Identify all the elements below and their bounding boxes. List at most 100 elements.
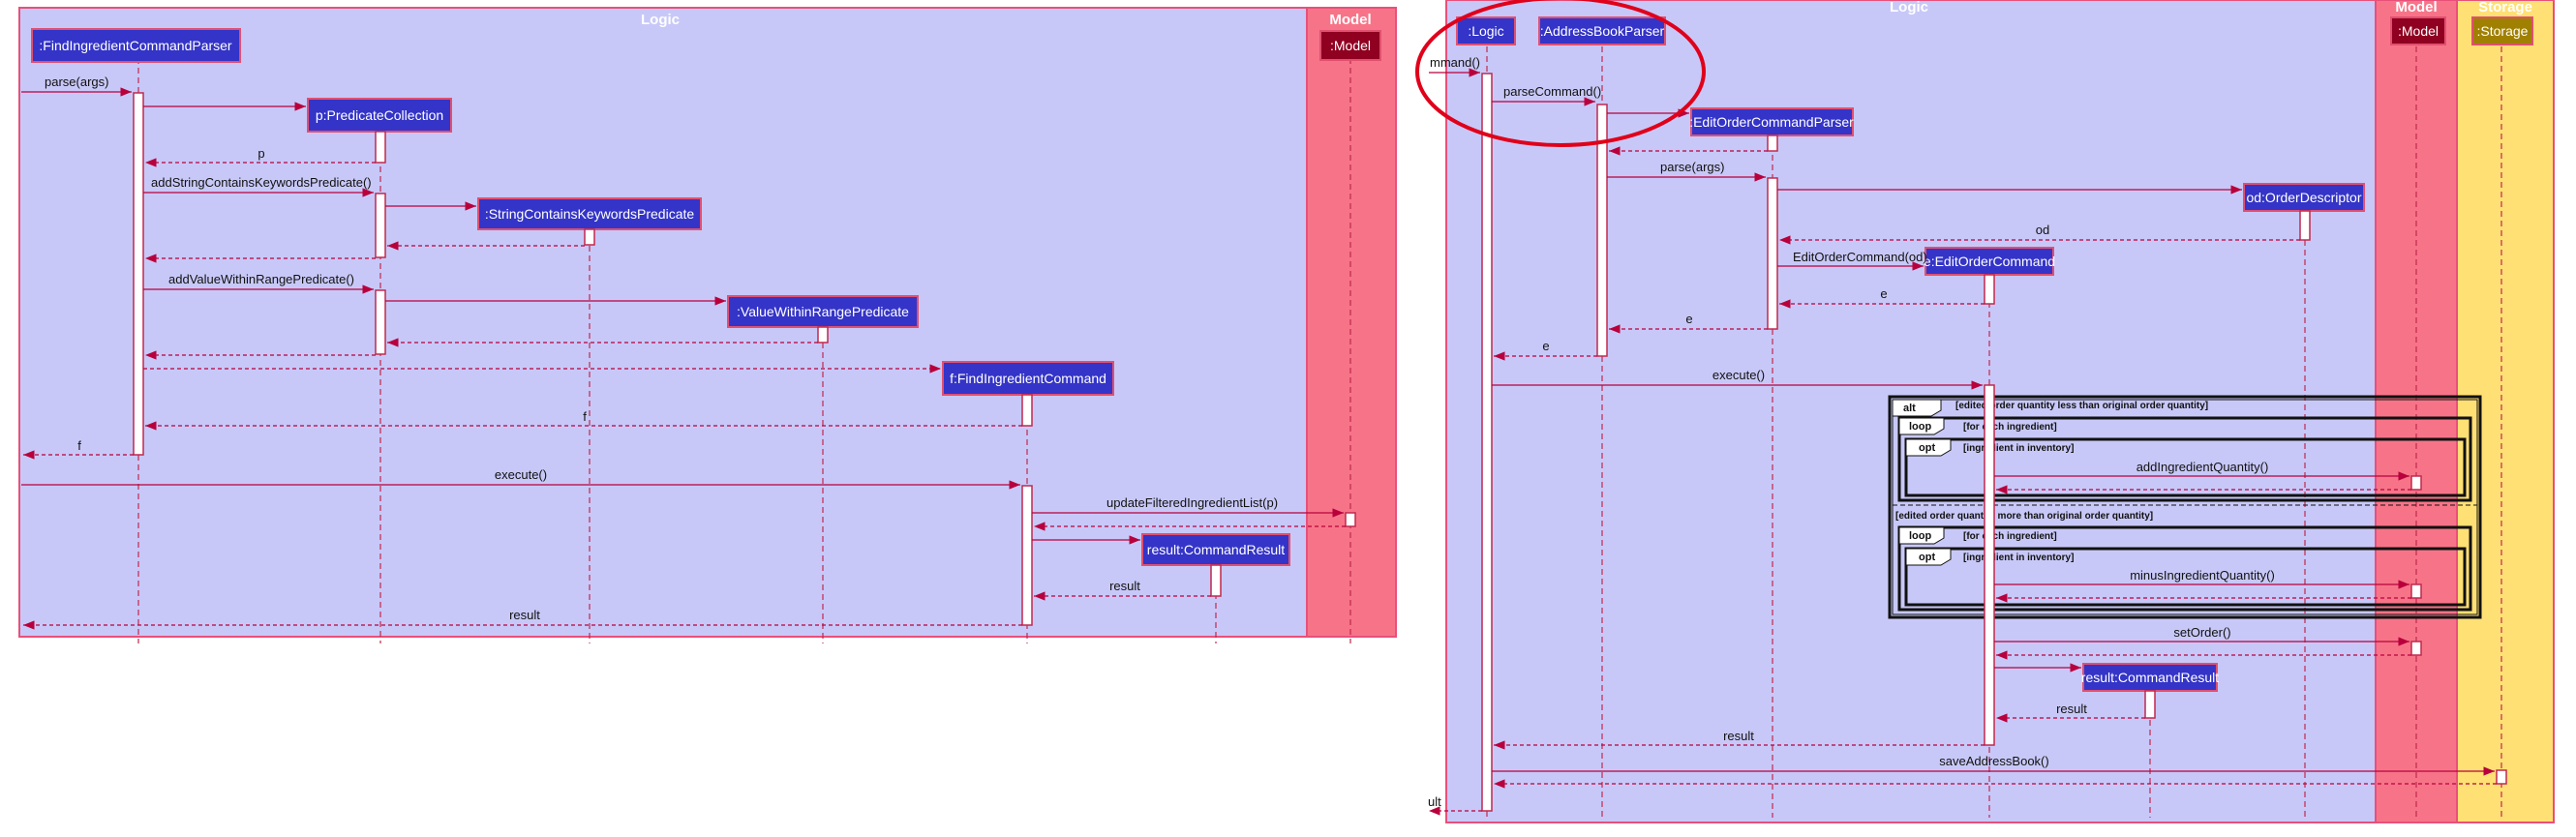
activation-right-result	[2144, 690, 2156, 719]
msg-label-saveaddressbook: saveAddressBook()	[1939, 754, 2048, 768]
svg-text:p:PredicateCollection: p:PredicateCollection	[316, 107, 443, 123]
activation-editordercommand-2	[1984, 384, 1995, 746]
msg-label-parsecommand: parseCommand()	[1503, 84, 1601, 99]
svg-text:result:CommandResult: result:CommandResult	[1147, 542, 1285, 557]
svg-text:[edited order quantity more th: [edited order quantity more than origina…	[1895, 511, 2153, 522]
svg-text:result:CommandResult: result:CommandResult	[2081, 670, 2219, 685]
svg-text::Model: :Model	[2398, 23, 2439, 39]
participant-left-model: :Model	[1319, 30, 1381, 61]
svg-text:opt: opt	[1919, 442, 1935, 454]
svg-text:e:EditOrderCommand: e:EditOrderCommand	[1924, 254, 2055, 269]
msg-label-execute: execute()	[495, 467, 547, 482]
activation-editordercommand-1	[1984, 274, 1995, 305]
right-diagram: Logic Model Storage :Logic :AddressBookP…	[1415, 0, 2555, 823]
msg-label-result-1: result	[1109, 579, 1140, 593]
msg-label-editordercommand: EditOrderCommand(od)	[1793, 250, 1927, 264]
msg-label-addstring: addStringContainsKeywordsPredicate()	[151, 175, 372, 190]
msg-label-addingredientquantity: addIngredientQuantity()	[2137, 460, 2269, 474]
right-model-title: Model	[2395, 0, 2437, 15]
created-right-commandresult: result:CommandResult	[2081, 663, 2219, 692]
msg-label-e-2: e	[1685, 312, 1692, 326]
left-logic-box	[18, 7, 1308, 638]
right-logic-title: Logic	[1890, 0, 1928, 15]
svg-text:[ingredient in inventory]: [ingredient in inventory]	[1963, 553, 2074, 563]
msg-label-parse-args: parse(args)	[45, 75, 108, 89]
activation-right-logic	[1481, 73, 1493, 812]
msg-label-command: mmand()	[1430, 55, 1480, 70]
msg-label-f-2: f	[77, 438, 81, 453]
svg-text:alt: alt	[1903, 403, 1916, 414]
participant-findparser: :FindIngredientCommandParser	[31, 28, 241, 63]
svg-text::AddressBookParser: :AddressBookParser	[1540, 23, 1665, 39]
activation-orderdescriptor	[2299, 210, 2311, 241]
participant-right-model: :Model	[2390, 16, 2446, 45]
msg-label-e-3: e	[1542, 339, 1549, 353]
activation-predicatecollection-1	[375, 131, 386, 164]
participant-storage: :Storage	[2471, 16, 2533, 45]
svg-text::EditOrderCommandParser: :EditOrderCommandParser	[1689, 114, 1854, 130]
msg-label-result-right-1: result	[2056, 702, 2087, 716]
msg-label-parse-args-right: parse(args)	[1660, 160, 1724, 174]
activation-findcommand-2	[1021, 485, 1033, 626]
activation-predicatecollection-2	[375, 193, 386, 258]
activation-left-result	[1210, 564, 1222, 597]
activation-editorderparser-1	[1767, 135, 1778, 152]
created-findcommand: f:FindIngredientCommand	[942, 361, 1114, 396]
left-diagram: Logic Model :FindIngredientCommandParser…	[18, 7, 1397, 643]
svg-text::Model: :Model	[1330, 38, 1371, 53]
svg-text:loop: loop	[1909, 421, 1931, 433]
svg-text:[ingredient in inventory]: [ingredient in inventory]	[1963, 443, 2074, 454]
svg-text:[edited order quantity less th: [edited order quantity less than origina…	[1955, 401, 2208, 411]
created-valuepredicate: :ValueWithinRangePredicate	[727, 295, 919, 328]
activation-valuepredicate	[817, 326, 829, 344]
msg-label-e-1: e	[1880, 286, 1887, 301]
activation-right-model-2	[2410, 583, 2422, 599]
activation-predicatecollection-3	[375, 289, 386, 355]
svg-text:[for each ingredient]: [for each ingredient]	[1963, 422, 2057, 433]
fragment-loop-2: loop [for each ingredient]	[1897, 525, 2472, 612]
right-storage-box	[2456, 0, 2555, 823]
svg-text::StringContainsKeywordsPredica: :StringContainsKeywordsPredicate	[485, 206, 695, 222]
svg-text::Storage: :Storage	[2477, 23, 2529, 39]
msg-label-p: p	[258, 146, 264, 161]
left-model-title: Model	[1329, 12, 1371, 28]
msg-label-ult: ult	[1428, 794, 1441, 809]
msg-label-minusingredientquantity: minusIngredientQuantity()	[2130, 568, 2275, 583]
participant-addressbookparser: :AddressBookParser	[1538, 16, 1666, 45]
activation-right-model-1	[2410, 475, 2422, 491]
created-stringpredicate: :StringContainsKeywordsPredicate	[477, 197, 702, 230]
activation-right-model-3	[2410, 641, 2422, 656]
fragment-opt-1: opt [ingredient in inventory]	[1904, 437, 2467, 497]
right-storage-title: Storage	[2478, 0, 2532, 15]
msg-label-addvalue: addValueWithinRangePredicate()	[168, 272, 354, 286]
svg-text::FindIngredientCommandParser: :FindIngredientCommandParser	[39, 38, 232, 53]
created-editorderparser: :EditOrderCommandParser	[1689, 107, 1854, 136]
activation-storage	[2496, 769, 2507, 785]
fragment-opt-2: opt [ingredient in inventory]	[1904, 547, 2467, 607]
activation-editorderparser-2	[1767, 177, 1778, 330]
msg-label-execute-right: execute()	[1712, 368, 1765, 382]
activation-stringpredicate	[584, 228, 595, 246]
created-left-commandresult: result:CommandResult	[1141, 533, 1290, 566]
svg-text::ValueWithinRangePredicate: :ValueWithinRangePredicate	[737, 304, 909, 319]
svg-text:od:OrderDescriptor: od:OrderDescriptor	[2246, 190, 2361, 205]
participant-right-logic: :Logic	[1456, 16, 1516, 45]
left-logic-title: Logic	[641, 12, 680, 28]
msg-label-f-1: f	[583, 409, 587, 424]
activation-findcommand-1	[1021, 394, 1033, 427]
activation-addressbookparser	[1596, 104, 1608, 357]
msg-label-result-2: result	[509, 608, 540, 622]
msg-label-updatefiltered: updateFilteredIngredientList(p)	[1106, 495, 1278, 510]
highlight-ellipse	[1415, 0, 1706, 147]
svg-text:opt: opt	[1919, 552, 1935, 563]
msg-label-result-right-2: result	[1723, 729, 1754, 743]
svg-text:f:FindIngredientCommand: f:FindIngredientCommand	[950, 371, 1106, 386]
svg-text::Logic: :Logic	[1468, 23, 1503, 39]
msg-label-od: od	[2036, 223, 2049, 237]
svg-text:[for each ingredient]: [for each ingredient]	[1963, 531, 2057, 542]
created-editordercommand: e:EditOrderCommand	[1924, 247, 2055, 276]
msg-label-setorder: setOrder()	[2173, 625, 2230, 640]
created-predicatecollection: p:PredicateCollection	[307, 98, 452, 133]
activation-findparser	[133, 92, 144, 456]
